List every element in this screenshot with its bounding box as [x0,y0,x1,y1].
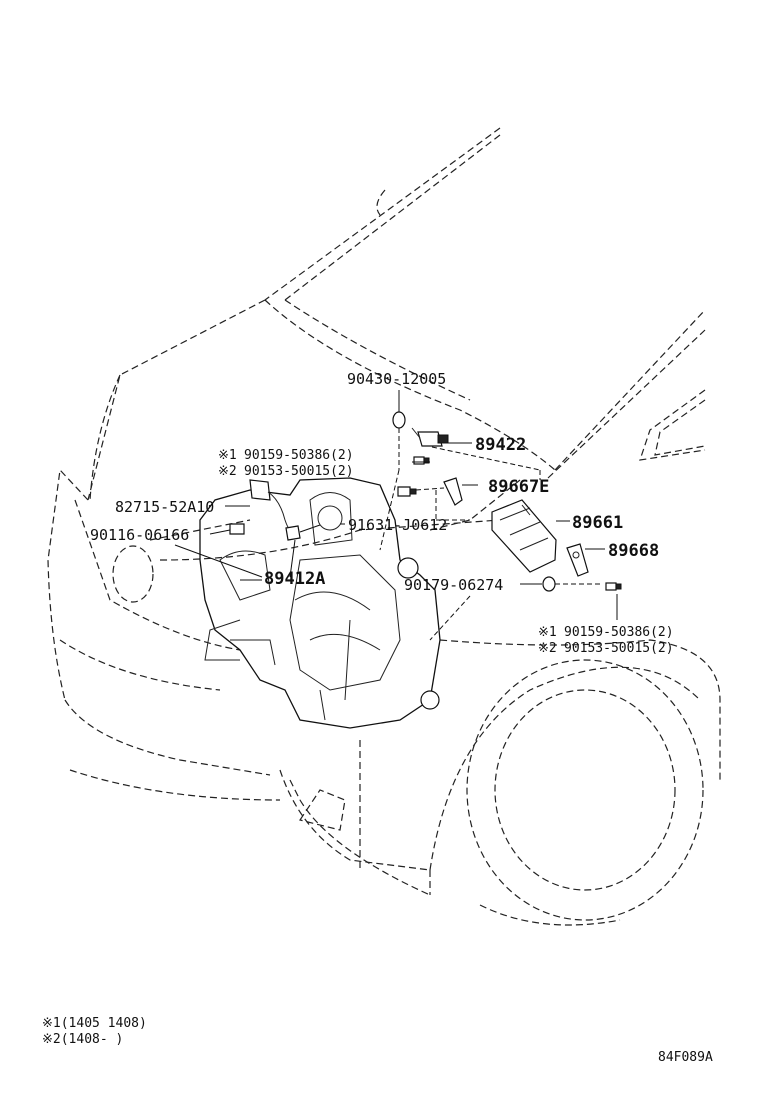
label-90159-50386-lower: 90159-50386(2) [564,625,674,640]
connector-82715 [249,479,296,532]
bolt-mid [397,486,417,497]
label-91631-j0612: 91631-J0612 [348,516,447,534]
label-90430-12005: 90430-12005 [347,370,446,388]
label-89412a: 89412A [264,569,325,589]
ecu-89661 [491,499,557,573]
note-mark-2-upper: ※2 [218,464,237,479]
label-89668: 89668 [608,541,659,561]
sensor-89412a [285,525,301,541]
footnote-2: ※2(1408- ) [42,1032,123,1047]
engine-transaxle-assembly [199,477,441,729]
bracket-89667e [443,477,463,506]
figure-code: 84F089A [658,1050,713,1065]
footnote-1: ※1(1405 1408) [42,1016,147,1031]
label-89667e: 89667E [488,477,549,497]
label-90159-50386-upper: 90159-50386(2) [244,448,354,463]
note-mark-1-lower: ※1 [538,625,557,640]
label-89661: 89661 [572,513,623,533]
bolt-upper [413,456,430,465]
label-89422: 89422 [475,435,526,455]
label-90153-50015-lower: 90153-50015(2) [564,641,674,656]
bolt-90116 [229,523,245,535]
bolt-lower [605,582,622,591]
label-90116-06166: 90116-06166 [90,526,189,544]
leader-lines [174,390,618,641]
label-90153-50015-upper: 90153-50015(2) [244,464,354,479]
sensor-89422 [411,427,449,447]
note-mark-1-upper: ※1 [218,448,237,463]
car-body-outline [47,127,721,926]
label-82715-52a10: 82715-52A10 [115,498,214,516]
washer-90179 [542,576,556,592]
note-mark-2-lower: ※2 [538,641,557,656]
washer-90430 [392,411,406,429]
bracket-89668 [566,543,589,577]
label-90179-06274: 90179-06274 [404,576,503,594]
